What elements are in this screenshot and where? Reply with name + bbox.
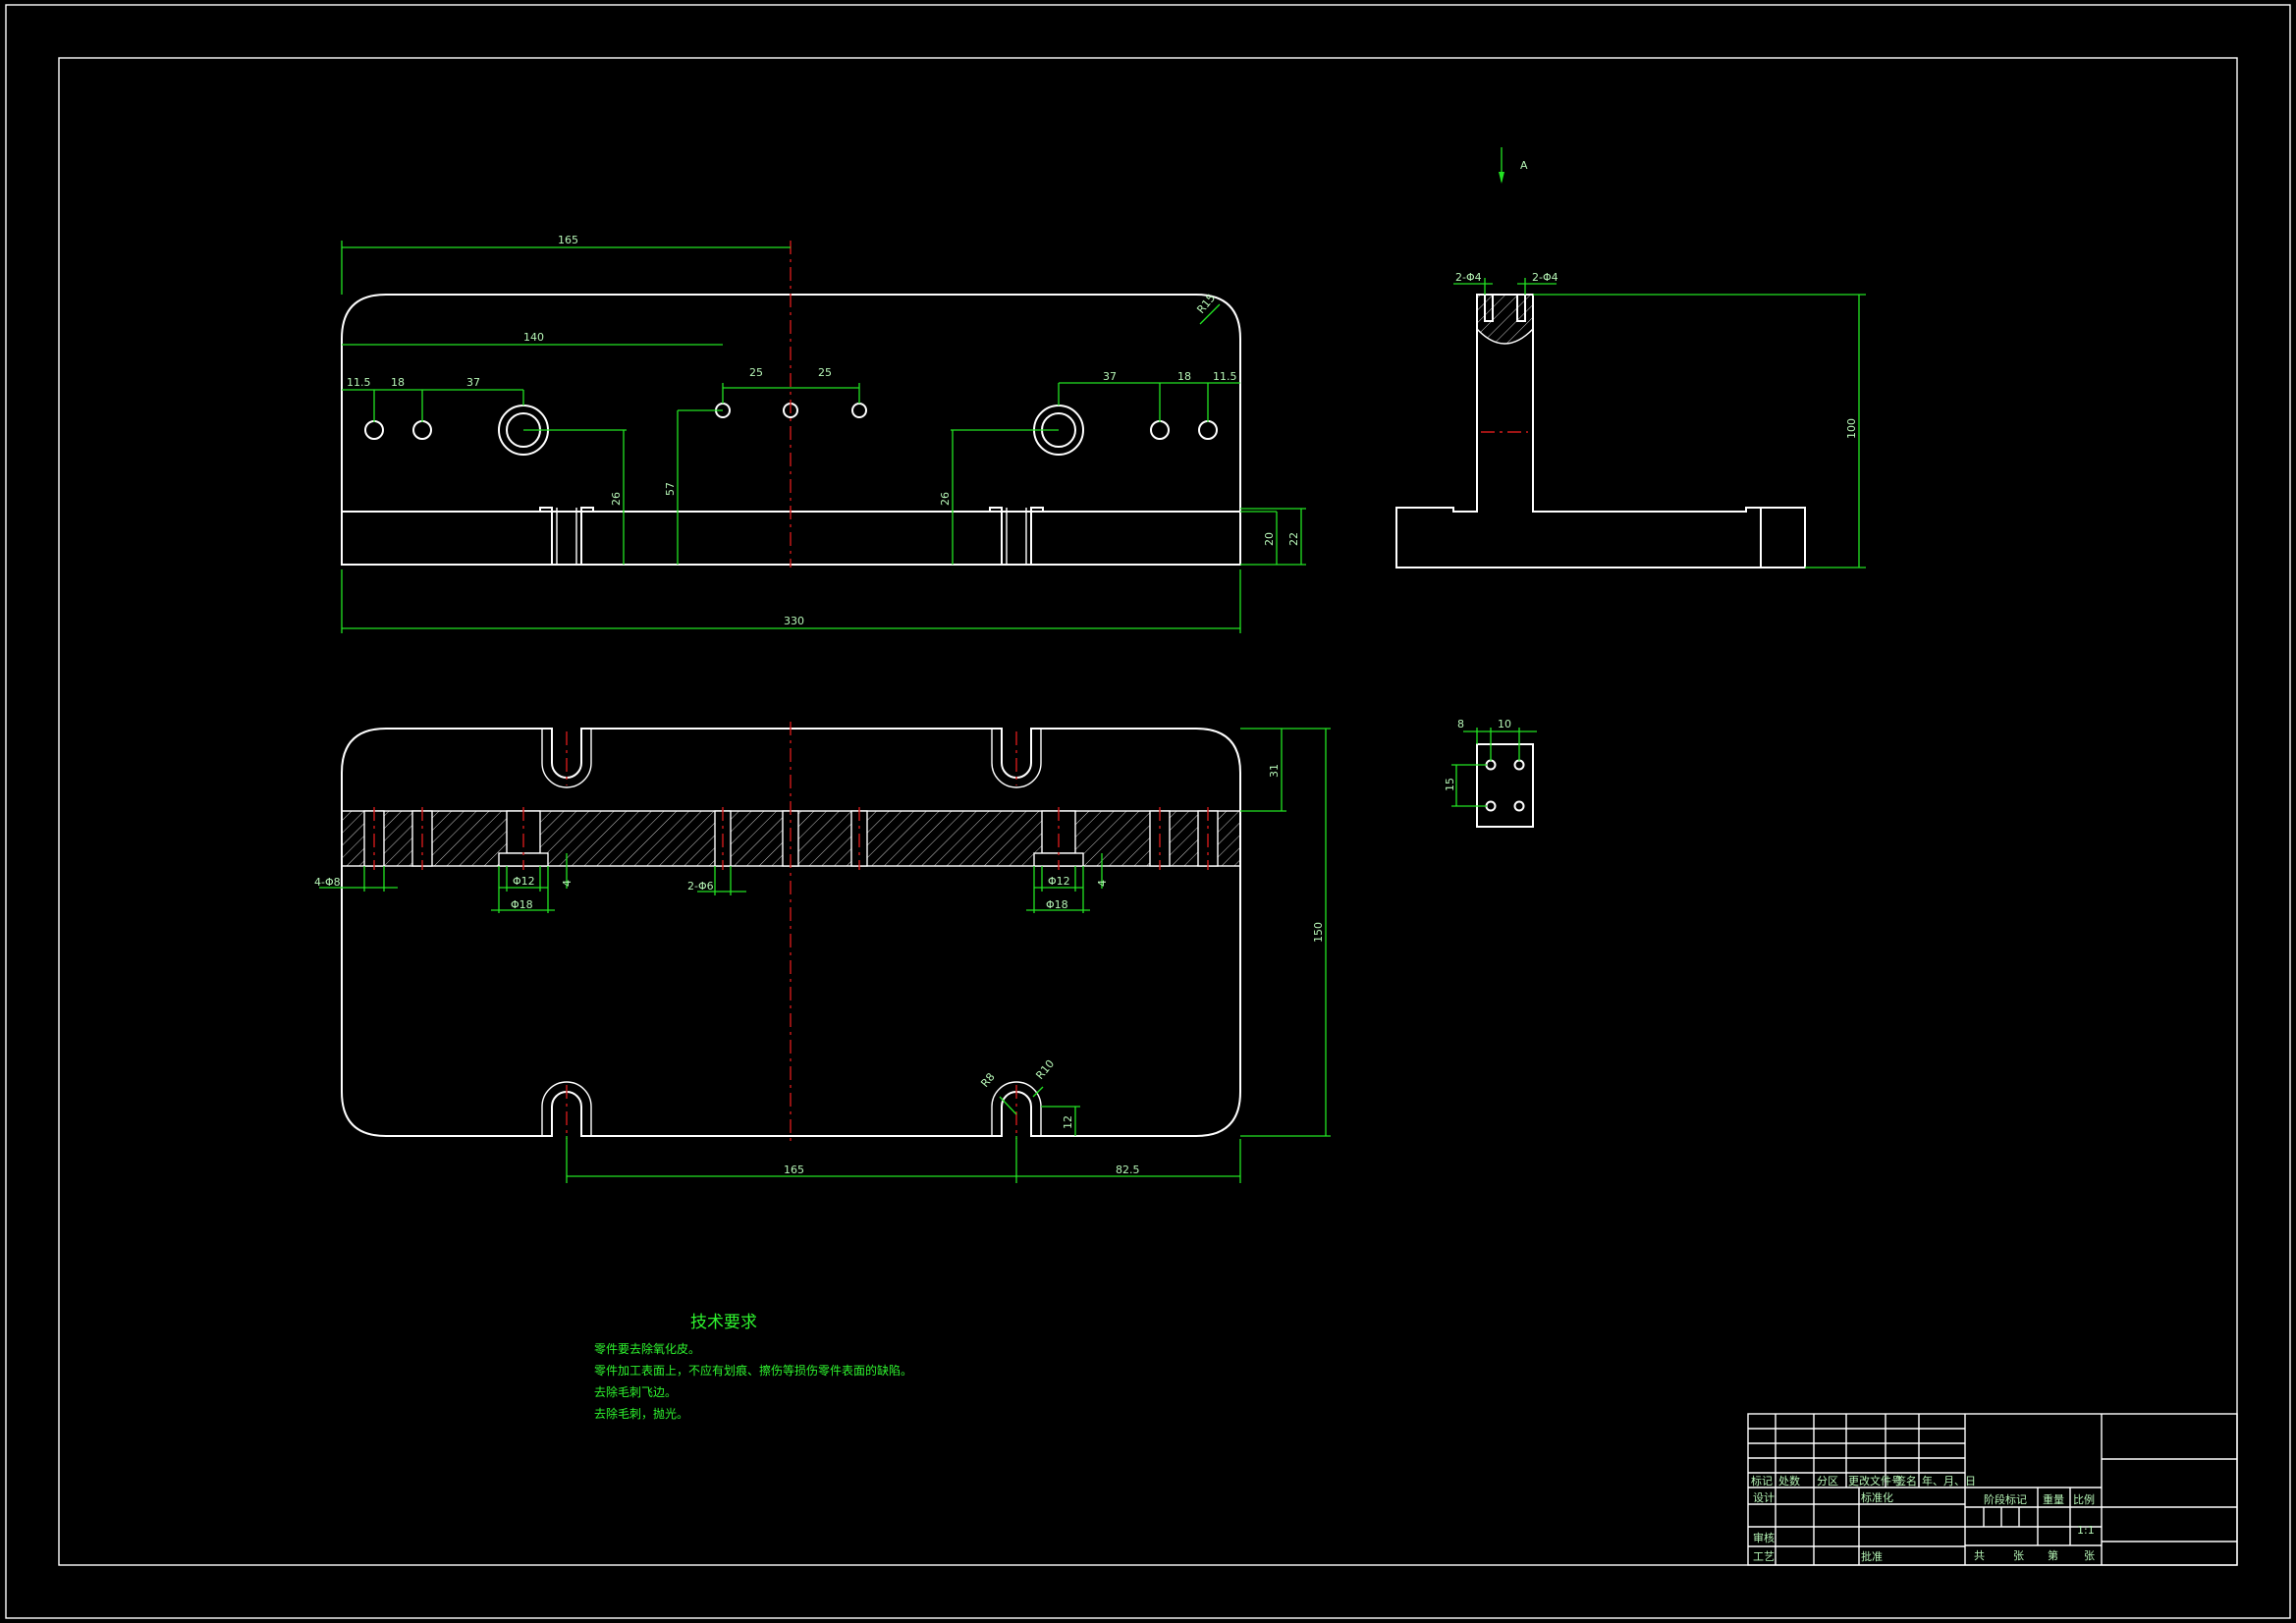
hole	[1150, 420, 1170, 440]
hole	[364, 420, 384, 440]
dim-165-bottom: 165	[784, 1163, 804, 1176]
view-marker-a: A	[1520, 159, 1528, 172]
dim-2-phi4-right: 2-Φ4	[1532, 271, 1558, 284]
tech-requirement-item: 去除毛刺飞边。	[594, 1384, 677, 1399]
tb-sheet-unit: 张	[2084, 1549, 2095, 1562]
dim-phi18-right: Φ18	[1046, 898, 1068, 911]
side-view-section	[1476, 294, 1534, 345]
dim-150: 150	[1312, 922, 1325, 943]
dim-18-left: 18	[391, 376, 405, 389]
detail-outline	[1476, 743, 1534, 828]
tech-requirement-item: 去除毛刺，抛光。	[594, 1406, 688, 1421]
dim-57: 57	[664, 482, 677, 496]
side-view-marker	[1499, 147, 1504, 184]
dim-4-left: 4	[561, 880, 574, 887]
dim-37-right: 37	[1103, 370, 1117, 383]
top-view-section-holes	[363, 731, 1219, 1139]
title-block: 标记 处数 分区 更改文件号 签名 年、月、日 设计 标准化 阶段标记 重量 比…	[1747, 1413, 2238, 1566]
tb-sheets-total: 共	[1974, 1549, 1985, 1562]
side-view-dimension-lines	[1453, 278, 1866, 568]
dim-37-left: 37	[466, 376, 480, 389]
tb-review: 审核	[1753, 1531, 1775, 1544]
technical-requirements: 技术要求 零件要去除氧化皮。 零件加工表面上，不应有划痕、擦伤等损伤零件表面的缺…	[594, 1313, 912, 1421]
tb-approve: 批准	[1861, 1549, 1883, 1563]
tb-label-change-doc: 更改文件号	[1848, 1474, 1902, 1488]
dim-12: 12	[1062, 1115, 1074, 1129]
dim-165-top: 165	[558, 234, 578, 246]
dim-11-5-left: 11.5	[347, 376, 371, 389]
dim-25-left: 25	[749, 366, 763, 379]
detail-view: 8 10 15	[1444, 718, 1537, 828]
dim-r8: R8	[978, 1070, 997, 1090]
dim-4-right: 4	[1096, 880, 1109, 887]
dim-31: 31	[1268, 764, 1281, 778]
dim-2-phi6: 2-Φ6	[687, 880, 714, 893]
dim-18-right: 18	[1177, 370, 1191, 383]
dim-phi18-left: Φ18	[511, 898, 533, 911]
front-view-slots	[539, 507, 1044, 565]
tb-weight: 重量	[2043, 1492, 2064, 1506]
dim-22: 22	[1287, 532, 1300, 546]
dim-26-left: 26	[610, 492, 623, 506]
dim-15: 15	[1444, 778, 1456, 791]
dim-4-phi8: 4-Φ8	[314, 876, 341, 889]
tb-label-date: 年、月、日	[1922, 1474, 1976, 1488]
dim-82-5: 82.5	[1116, 1163, 1140, 1176]
side-view-outline	[1395, 294, 1806, 568]
tb-process: 工艺	[1753, 1550, 1775, 1563]
hole	[412, 420, 432, 440]
top-view-outline	[341, 728, 1241, 1137]
dim-20: 20	[1263, 532, 1276, 546]
front-view: 165 140 11.5 18 37 25 25 37 18 11.5 R15 …	[341, 234, 1306, 633]
dim-25-right: 25	[818, 366, 832, 379]
tb-stage-mark: 阶段标记	[1984, 1492, 2027, 1506]
tb-label-count: 处数	[1778, 1475, 1800, 1488]
dim-8: 8	[1457, 718, 1464, 730]
dim-330: 330	[784, 615, 804, 627]
tb-sheets-unit: 张	[2013, 1549, 2024, 1562]
dim-100: 100	[1845, 418, 1858, 439]
tb-scale-value: 1:1	[2077, 1524, 2095, 1537]
front-view-dimension-lines	[341, 241, 1306, 633]
tb-standardization: 标准化	[1861, 1490, 1893, 1504]
tb-label-mark: 标记	[1751, 1474, 1773, 1488]
tb-scale-label: 比例	[2073, 1492, 2095, 1506]
front-view-outline	[341, 294, 1241, 566]
outer-border	[5, 4, 2291, 1619]
dim-r10: R10	[1033, 1057, 1057, 1082]
dim-phi12-left: Φ12	[513, 875, 535, 888]
top-view: 4-Φ8 Φ12 Φ18 4 2-Φ6 Φ12 Φ18 4 31 150 R8 …	[314, 722, 1331, 1183]
inner-border	[58, 57, 2238, 1566]
tech-requirement-item: 零件要去除氧化皮。	[594, 1341, 700, 1356]
dim-11-5-right: 11.5	[1213, 370, 1237, 383]
tb-sheet-no: 第	[2048, 1548, 2058, 1562]
dim-26-right: 26	[939, 492, 952, 506]
dim-10: 10	[1498, 718, 1511, 730]
tb-label-zone: 分区	[1817, 1475, 1838, 1488]
dim-phi12-right: Φ12	[1048, 875, 1070, 888]
tb-design: 设计	[1753, 1491, 1775, 1504]
hole	[851, 403, 867, 418]
dim-2-phi4-left: 2-Φ4	[1455, 271, 1482, 284]
top-view-dimension-lines	[319, 728, 1331, 1183]
hole	[1198, 420, 1218, 440]
tech-requirements-title: 技术要求	[690, 1313, 757, 1332]
dim-140: 140	[523, 331, 544, 344]
tech-requirement-item: 零件加工表面上，不应有划痕、擦伤等损伤零件表面的缺陷。	[594, 1363, 912, 1378]
side-view: A 2-Φ4 2-Φ4 100	[1395, 147, 1866, 568]
tb-label-signature: 签名	[1895, 1474, 1917, 1488]
